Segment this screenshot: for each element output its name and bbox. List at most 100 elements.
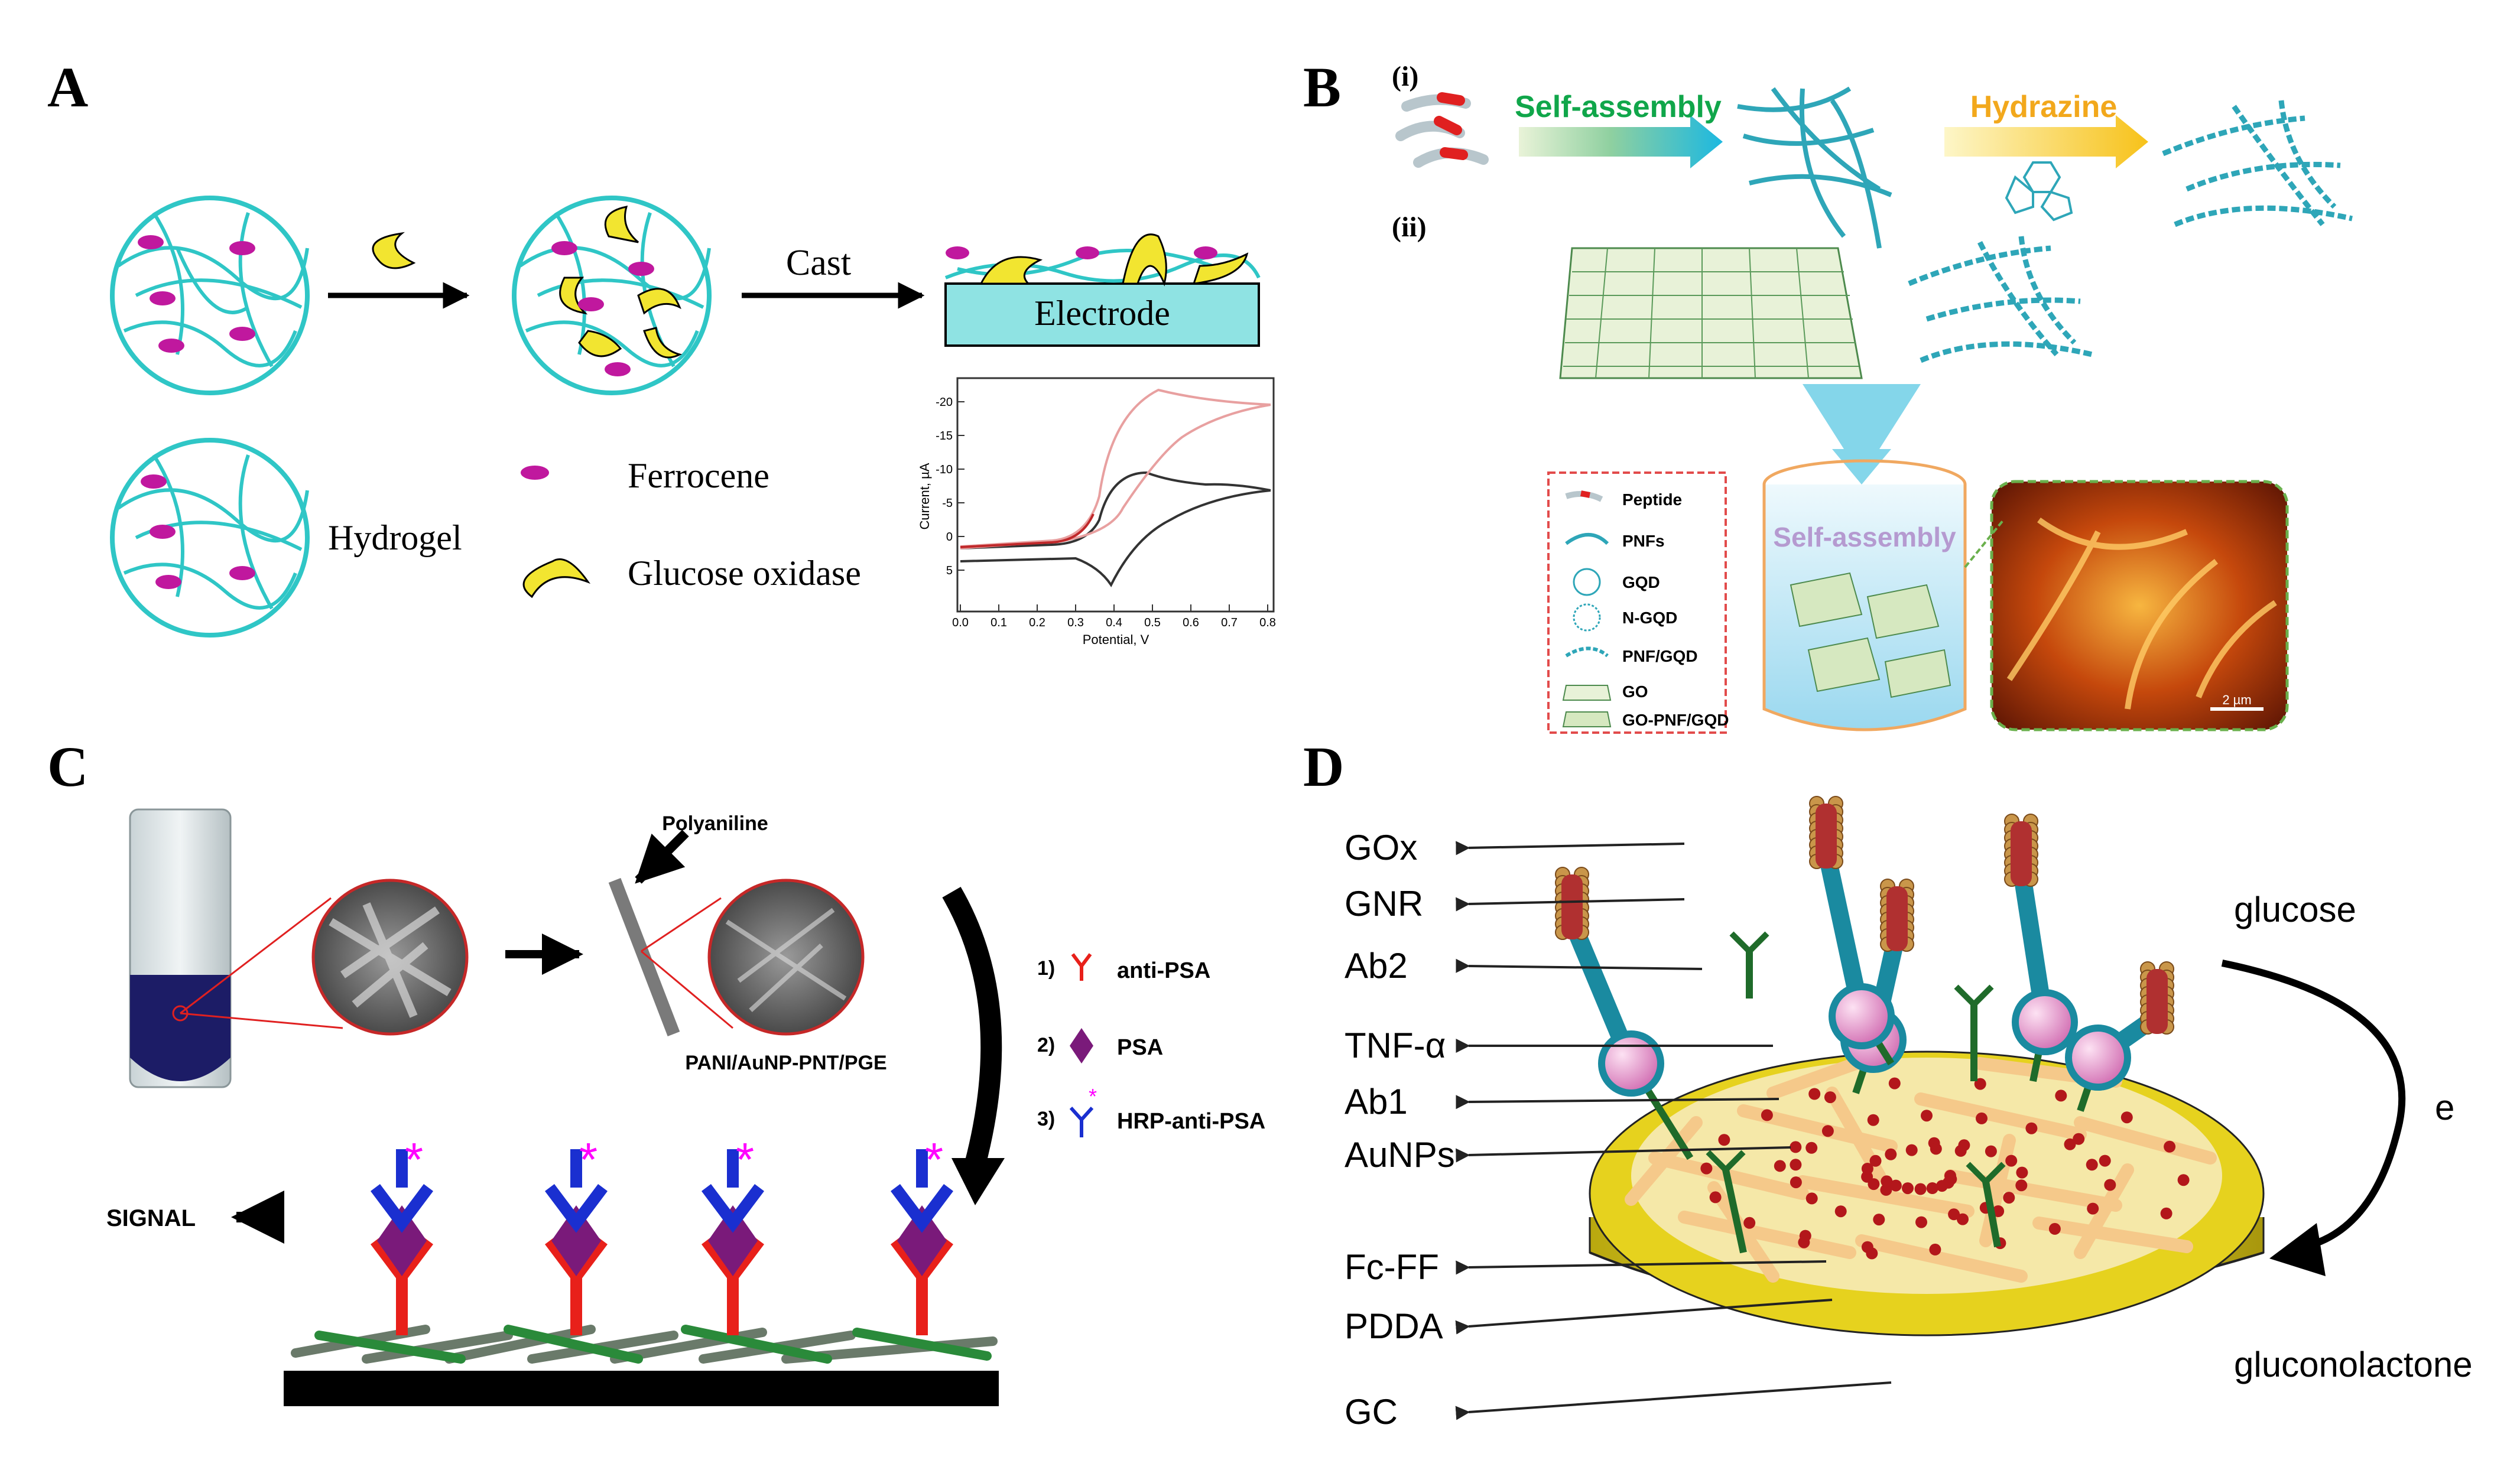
gold-nanoparticle: [1885, 1148, 1897, 1160]
gold-nanoparticle: [1957, 1213, 1969, 1225]
gold-nanoparticle: [1861, 1163, 1873, 1175]
zoom-connector: [1964, 519, 2005, 568]
afm-image: [1990, 480, 2289, 731]
gox-antibody-construct: [2004, 814, 2078, 1082]
gold-nanoparticle: [1915, 1216, 1927, 1228]
immuno-sandwiches: * * * *: [371, 1133, 953, 1335]
gold-nanoparticle: [1808, 1088, 1821, 1100]
panel-d-label-0: GOx: [1345, 828, 1417, 867]
cv-y-tick-label: -15: [936, 430, 953, 443]
step-1-text: anti-PSA: [1117, 958, 1210, 983]
nanorod: [1796, 1175, 1975, 1218]
hrp-star: *: [405, 1133, 423, 1186]
gold-nanoparticle: [1948, 1208, 1960, 1221]
zoom-line-bottom: [180, 1012, 343, 1029]
cv-x-tick-label: 0.1: [991, 616, 1007, 629]
graphene-oxide-sheet: [1559, 247, 1863, 379]
electrode-label: Electrode: [1034, 294, 1170, 333]
hydrogel-label: Hydrogel: [328, 518, 462, 557]
gold-nanoparticle: [1805, 1192, 1818, 1205]
cast-label: Cast: [786, 243, 851, 283]
gold-nanoparticle: [1834, 1205, 1847, 1218]
curved-process-arrow: [942, 886, 1002, 1167]
glucose-oxidase-icon: [372, 232, 416, 269]
cv-x-tick-label: 0.3: [1067, 616, 1084, 629]
immuno-sandwich: *: [371, 1133, 433, 1335]
pencil-graphite-electrode: [608, 878, 680, 1036]
hydrazine-arrow-label: Hydrazine: [1970, 90, 2118, 124]
step-2-num: 2): [1037, 1034, 1055, 1056]
gold-nanoparticle: [1976, 1112, 1988, 1124]
electron-cycle-arrow: [2221, 960, 2406, 1250]
glucose-oxidase-legend-icon: [522, 558, 591, 599]
hrp-anti-psa-icon: [1069, 1106, 1094, 1137]
ferrocene-label: Ferrocene: [628, 456, 769, 495]
step-3-text: HRP-anti-PSA: [1117, 1109, 1265, 1134]
gold-nanoparticle: [1921, 1110, 1933, 1122]
cv-y-tick-label: -20: [936, 396, 953, 409]
gold-nanoparticle: [1799, 1230, 1811, 1242]
gold-nanoparticle: [2016, 1166, 2028, 1179]
mixing-funnel-arrow: [1803, 384, 1921, 484]
legend-go: GO: [1622, 682, 1648, 701]
nanorod: [2032, 1217, 2193, 1253]
gold-nanoparticle: [1929, 1243, 1941, 1256]
gold-nanoparticle: [2164, 1140, 2176, 1153]
panel-d-label-3: TNF-α: [1345, 1026, 1446, 1065]
hydrogel-sphere-empty: [110, 196, 310, 395]
step-2-text: PSA: [1117, 1035, 1163, 1060]
panel-c-label: C: [47, 735, 88, 798]
gold-nanoparticle: [1718, 1134, 1730, 1146]
cv-y-ticks: -20-15-10-505: [936, 396, 965, 577]
glucose-oxidase-label: Glucose oxidase: [628, 554, 861, 593]
gqd-icon: [2005, 161, 2073, 222]
immuno-sandwich: *: [891, 1133, 953, 1335]
sample-vial: [129, 808, 232, 1088]
gold-nanoparticle: [2064, 1138, 2076, 1150]
panel-d-label-7: PDDA: [1345, 1306, 1443, 1346]
panel-d-label-1: GNR: [1345, 884, 1423, 923]
immuno-sandwich: *: [545, 1133, 608, 1335]
nanorod: [1678, 1211, 1856, 1259]
gold-nanoparticle: [1709, 1191, 1722, 1204]
legend-gqd: GQD: [1622, 573, 1660, 591]
zoom-line-top: [180, 897, 332, 1014]
panel-d-label-pointer: [1456, 841, 1685, 856]
gold-nanoparticle: [2055, 1090, 2067, 1102]
cv-y-tick-label: 0: [946, 531, 953, 544]
cv-x-tick-label: 0.2: [1029, 616, 1045, 629]
gold-nanoparticle: [1790, 1141, 1802, 1153]
polyaniline-label: Polyaniline: [662, 812, 768, 835]
pnf-gqd-network: [1908, 236, 2093, 363]
gold-nanoparticle: [1954, 1144, 1967, 1157]
panel-d-label-2: Ab2: [1345, 946, 1408, 986]
panel-b: B (i) (ii) Self-assembly Hydrazine: [1303, 56, 2353, 734]
panel-b-legend-icons: [1562, 490, 1612, 727]
hrp-star: *: [736, 1133, 754, 1186]
gold-nanoparticle: [1936, 1180, 1948, 1192]
gold-nanoparticle: [2099, 1154, 2111, 1167]
gold-nanoparticle: [2177, 1174, 2190, 1186]
gold-nanoparticle: [2005, 1154, 2018, 1167]
gold-nanoparticle: [1880, 1183, 1892, 1196]
panel-c-steps: 1) anti-PSA 2) PSA 3) * HRP-anti-PSA: [1037, 953, 1265, 1137]
nanorod: [1766, 1057, 1862, 1100]
gold-nanoparticle: [1867, 1114, 1879, 1126]
ferrocene-icon: [521, 466, 549, 480]
legend-pnf-gqd: PNF/GQD: [1622, 647, 1698, 665]
decorated-nanofibers: [2162, 100, 2353, 227]
gox-antibody-construct: [1809, 796, 1895, 1066]
panel-b-label: B: [1303, 56, 1341, 119]
signal-label: SIGNAL: [106, 1205, 196, 1231]
panel-d-label-pointer: [1456, 1146, 1791, 1163]
gold-nanoparticle: [1992, 1205, 2005, 1217]
cv-x-title: Potential, V: [1083, 632, 1149, 647]
gold-nanoparticle: [2086, 1159, 2098, 1171]
legend-n-gqd: N-GQD: [1622, 609, 1677, 627]
cv-x-tick-label: 0.7: [1221, 616, 1238, 629]
panel-d-label-5: AuNPs: [1345, 1135, 1455, 1175]
gold-nanoparticle: [1821, 1125, 1834, 1137]
